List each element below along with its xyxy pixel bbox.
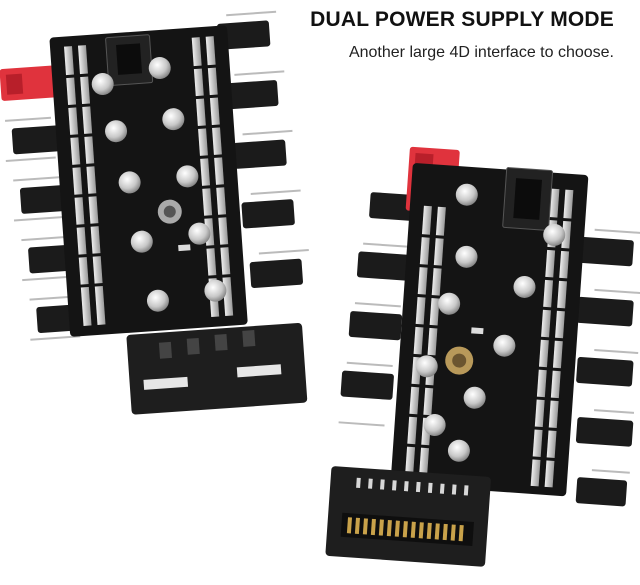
page-subtitle: Another large 4D interface to choose. [348, 44, 614, 61]
capacitors-right [415, 183, 566, 462]
molex-connector-left [126, 322, 308, 415]
page-title: DUAL POWER SUPPLY MODE [310, 8, 614, 31]
capacitors-left [91, 57, 227, 312]
right-side-connectors [216, 10, 309, 288]
fan-hub-board-left [0, 10, 309, 415]
fan-hub-board-right [325, 146, 640, 567]
right-side-connectors-right-board [575, 228, 640, 507]
